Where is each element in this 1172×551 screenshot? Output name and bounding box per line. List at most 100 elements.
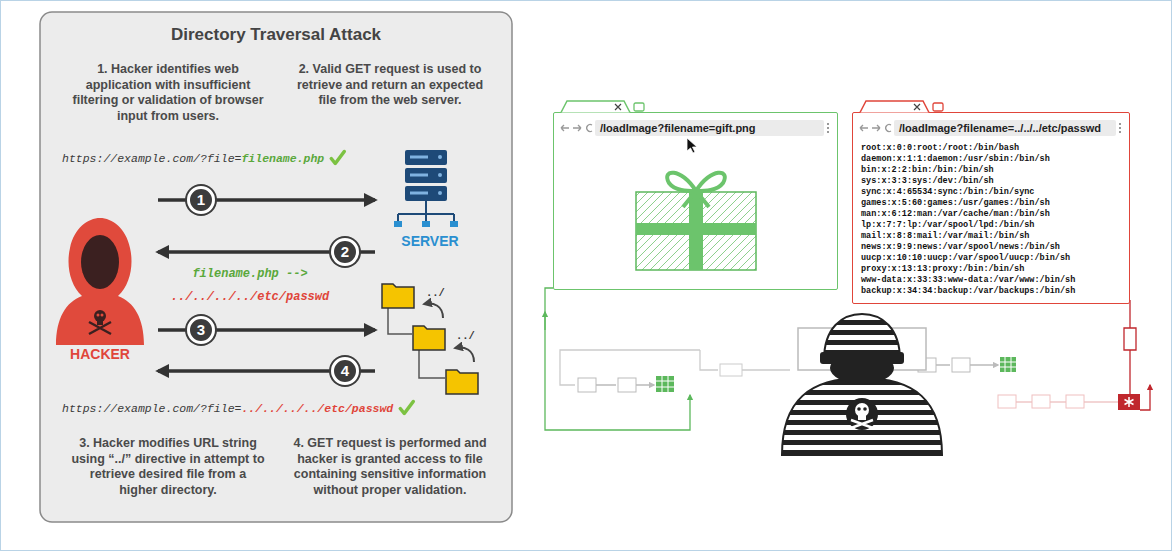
file-line: www-data:x:33:33:www-data:/var/www:/bin/… bbox=[861, 275, 1121, 286]
node-label: HACKER bbox=[45, 346, 155, 362]
file-line: uucp:x:10:10:uucp:/var/spool/uucp:/bin/s… bbox=[861, 253, 1121, 264]
panel-title: Directory Traversal Attack bbox=[40, 25, 512, 45]
attacker-figure bbox=[782, 378, 942, 455]
flow-lines bbox=[578, 378, 596, 392]
folder-tree bbox=[446, 370, 478, 394]
menu-dots bbox=[1116, 122, 1124, 134]
url-text: https://example.com/?file= bbox=[62, 402, 241, 415]
file-line: sync:x:4:65534:sync:/bin:/bin/sync bbox=[861, 187, 1121, 198]
folder-tree bbox=[424, 304, 443, 318]
flow-lines bbox=[952, 358, 970, 372]
server-icon bbox=[422, 221, 430, 227]
hacker-figure bbox=[97, 320, 103, 325]
browser-window: /loadImage?filename=gift.png bbox=[553, 112, 838, 290]
mouse-cursor bbox=[687, 138, 697, 153]
file-line: daemon:x:1:1:daemon:/usr/sbin:/bin/sh bbox=[861, 154, 1121, 165]
callout-number: 1 bbox=[187, 186, 215, 214]
url-text: filename.php bbox=[241, 152, 324, 165]
browser-tab bbox=[914, 104, 920, 110]
gift-image bbox=[636, 223, 756, 235]
file-line: proxy:x:13:13:proxy:/bin:/bin/sh bbox=[861, 264, 1121, 275]
server-icon bbox=[450, 221, 458, 227]
check-mark bbox=[331, 152, 344, 164]
attacker-figure bbox=[782, 314, 942, 455]
attacker-figure bbox=[863, 407, 867, 411]
nav-buttons bbox=[858, 122, 894, 134]
browser-tab bbox=[615, 104, 621, 110]
address-row: /loadImage?filename=../../../etc/passwd bbox=[858, 119, 1124, 137]
file-line: lp:x:7:7:lp:/var/spool/lpd:/bin/sh bbox=[861, 220, 1121, 231]
panel-background bbox=[40, 12, 512, 522]
server-node: SERVER bbox=[378, 145, 482, 405]
flow-lines bbox=[998, 395, 1016, 408]
file-line: sys:x:3:3:sys:/dev:/bin/sh bbox=[861, 176, 1121, 187]
url-text: ../../../../etc/passwd bbox=[241, 402, 393, 415]
flow-lines bbox=[1000, 357, 1016, 372]
file-line: backup:x:34:34:backup:/var/backups:/bin/… bbox=[861, 286, 1121, 297]
attacker-figure bbox=[858, 414, 866, 420]
attacker-figure bbox=[846, 398, 878, 430]
file-line: mail:x:8:8:mail:/var/mail:/bin/sh bbox=[861, 231, 1121, 242]
browser-tab bbox=[859, 100, 949, 113]
menu-dots bbox=[824, 122, 832, 134]
address-bar: /loadImage?filename=gift.png bbox=[595, 120, 824, 136]
callout-number: 3 bbox=[187, 316, 215, 344]
browser-tab bbox=[933, 103, 943, 111]
server-icon bbox=[394, 221, 402, 227]
folder-tree bbox=[382, 284, 414, 308]
menu-dots bbox=[827, 123, 829, 125]
browser-tab bbox=[560, 100, 650, 113]
node-label: SERVER bbox=[378, 233, 482, 249]
browser-tab bbox=[634, 103, 644, 111]
window-content bbox=[554, 137, 837, 283]
hacker-figure bbox=[81, 235, 119, 289]
folder-tree bbox=[388, 308, 445, 378]
flow-lines bbox=[720, 364, 742, 376]
folder-tree bbox=[413, 326, 445, 350]
browser-tab bbox=[561, 101, 630, 113]
file-line: root:x:0:0:root:/root:/bin/bash bbox=[861, 143, 1121, 154]
step-text: 2. Valid GET request is used to retrieve… bbox=[292, 62, 488, 109]
address-row: /loadImage?filename=gift.png bbox=[559, 119, 832, 137]
browser-tab bbox=[860, 101, 929, 113]
file-line: man:x:6:12:man:/var/cache/man:/bin/sh bbox=[861, 209, 1121, 220]
gift-image bbox=[621, 147, 771, 277]
url-text: /loadImage?filename=gift.png bbox=[600, 122, 756, 134]
step-text: 1. Hacker identifies web application wit… bbox=[70, 62, 266, 125]
browser-window: /loadImage?filename=../../../etc/passwdr… bbox=[852, 112, 1130, 304]
folder-tree bbox=[455, 348, 474, 362]
actor-node: HACKER bbox=[45, 180, 155, 380]
hacker-figure bbox=[89, 322, 111, 334]
hacker-figure bbox=[56, 218, 144, 345]
server-icon bbox=[398, 201, 454, 222]
dots-text: ../ bbox=[456, 330, 475, 342]
attacker-figure bbox=[820, 352, 904, 364]
flow-lines bbox=[656, 376, 674, 392]
menu-dots bbox=[827, 131, 829, 133]
hacker-figure bbox=[56, 218, 144, 345]
flow-lines bbox=[618, 378, 636, 392]
nav-buttons bbox=[860, 125, 891, 132]
flow-lines bbox=[1066, 395, 1084, 408]
file-line: games:x:5:60:games:/usr/games:/bin/sh bbox=[861, 198, 1121, 209]
address-bar: /loadImage?filename=../../../etc/passwd bbox=[894, 120, 1116, 136]
flow-lines bbox=[1118, 394, 1140, 410]
file-line: news:x:9:9:news:/var/spool/news:/bin/sh bbox=[861, 242, 1121, 253]
callout-number: 4 bbox=[331, 357, 359, 385]
hacker-figure bbox=[97, 314, 100, 317]
menu-dots bbox=[1119, 127, 1121, 129]
server-icon bbox=[438, 155, 442, 159]
gift-image bbox=[667, 173, 725, 207]
flow-lines bbox=[1000, 357, 1016, 372]
attacker-figure bbox=[857, 407, 861, 411]
server-icon bbox=[438, 173, 442, 177]
attacker-figure bbox=[851, 420, 873, 428]
window-content: root:x:0:0:root:/root:/bin/bashdaemon:x:… bbox=[853, 137, 1129, 303]
callout-number: 2 bbox=[331, 238, 359, 266]
gift-image bbox=[636, 192, 756, 270]
flow-lines bbox=[1140, 385, 1150, 410]
dots-text: ../ bbox=[426, 287, 445, 299]
menu-dots bbox=[1119, 123, 1121, 125]
